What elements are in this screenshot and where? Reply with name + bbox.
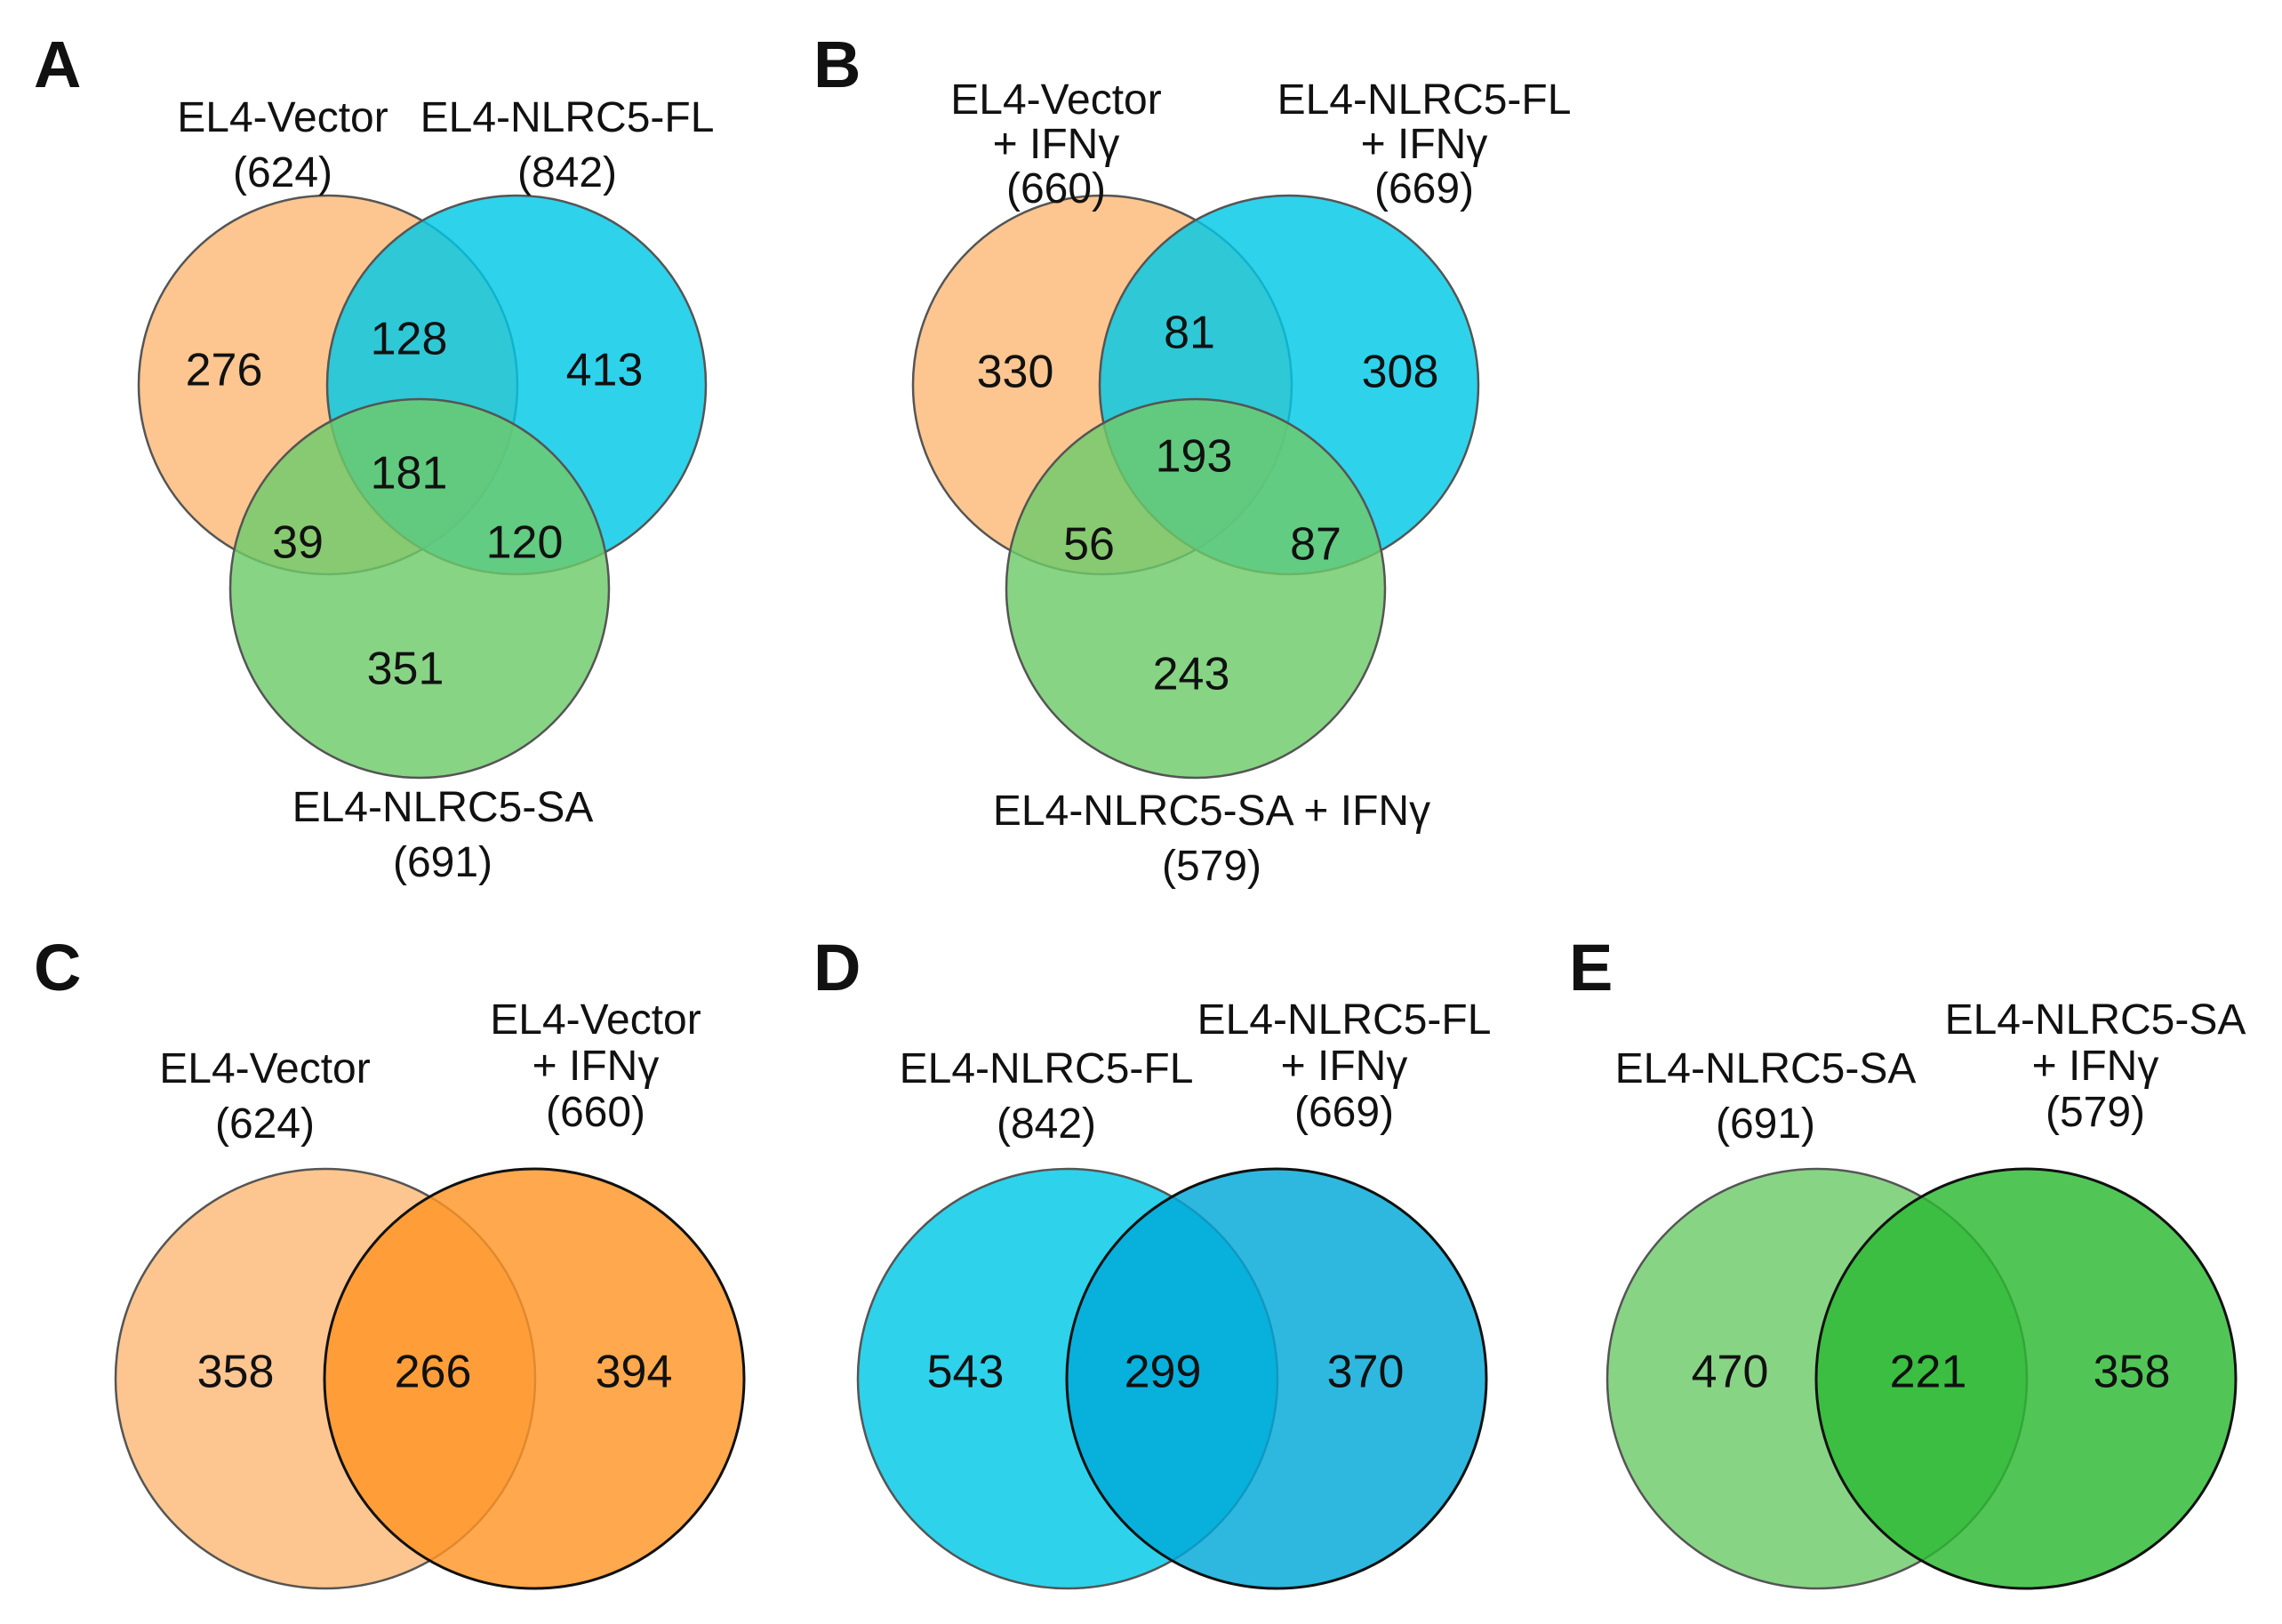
panel-e-letter: E xyxy=(1569,931,1613,1004)
panel-b-count-ab: 81 xyxy=(1164,308,1215,359)
panel-d-letter: D xyxy=(813,931,861,1004)
panel-c-count-ab: 266 xyxy=(395,1347,472,1398)
panel-c-count-b-only: 394 xyxy=(596,1347,673,1398)
panel-d: D EL4-NLRC5-FL(842)EL4-NLRC5-FL+ IFNγ(669… xyxy=(813,931,1492,1590)
panel-c-circle-b xyxy=(323,1167,746,1590)
panel-b-set-label-c: EL4-NLRC5-SA + IFNγ(579) xyxy=(993,788,1430,890)
panel-a-count-abc: 181 xyxy=(371,448,448,500)
panel-d-count-ab: 299 xyxy=(1125,1347,1202,1398)
panel-e-circle-b xyxy=(1814,1167,2238,1590)
panel-a-circle-c xyxy=(228,397,611,780)
panel-e-count-a-only: 470 xyxy=(1692,1347,1769,1398)
panel-b-set-label-b: EL4-NLRC5-FL+ IFNγ(669) xyxy=(1277,76,1572,212)
panel-e-set-label-b: EL4-NLRC5-SA+ IFNγ(579) xyxy=(1945,996,2246,1136)
panel-b-letter: B xyxy=(813,28,861,101)
panel-a-count-b-only: 413 xyxy=(566,345,644,396)
panel-d-circle-b xyxy=(1065,1167,1488,1590)
panel-a-set-label-c: EL4-NLRC5-SA(691) xyxy=(292,784,594,886)
panel-b-circle-c xyxy=(1005,397,1387,780)
panel-c-set-label-a: EL4-Vector(624) xyxy=(159,1045,370,1148)
panel-d-set-label-a: EL4-NLRC5-FL(842) xyxy=(900,1045,1194,1148)
panel-d-set-label-b: EL4-NLRC5-FL+ IFNγ(669) xyxy=(1197,996,1492,1136)
panel-e-count-ab: 221 xyxy=(1890,1347,1967,1398)
panel-a-set-label-b: EL4-NLRC5-FL(842) xyxy=(420,94,715,196)
panel-b-count-b-only: 308 xyxy=(1362,347,1439,398)
panel-d-count-b-only: 370 xyxy=(1327,1347,1405,1398)
panel-c: C EL4-Vector(624) EL4-Vector+ IFNγ(660) 358… xyxy=(34,931,746,1590)
panel-c-letter: C xyxy=(34,931,81,1004)
panel-b-count-bc: 87 xyxy=(1290,519,1341,571)
panel-b-count-c-only: 243 xyxy=(1153,649,1230,700)
panel-b-count-ac: 56 xyxy=(1063,519,1115,571)
panel-a-count-ab: 128 xyxy=(371,314,448,365)
panel-c-count-a-only: 358 xyxy=(197,1347,275,1398)
panel-d-count-a-only: 543 xyxy=(927,1347,1005,1398)
panel-a-count-bc: 120 xyxy=(486,517,564,569)
panel-b-count-a-only: 330 xyxy=(977,347,1054,398)
panel-a-letter: A xyxy=(34,28,81,101)
panel-b-set-label-a: EL4-Vector+ IFNγ(660) xyxy=(950,76,1161,212)
panel-a-count-c-only: 351 xyxy=(367,644,444,695)
panel-a-count-ac: 39 xyxy=(272,517,324,569)
panel-c-set-label-b: EL4-Vector+ IFNγ(660) xyxy=(490,996,701,1136)
panel-a-set-label-a: EL4-Vector(624) xyxy=(177,94,388,196)
panel-b-count-abc: 193 xyxy=(1156,431,1233,483)
panel-b: B EL4-Vector+ IFNγ(660) EL4-NLRC5-FL+ IFNγ… xyxy=(813,28,1571,890)
panel-a: A EL4-Vector(624) EL4-NLRC5-FL(842) EL4-NLR… xyxy=(34,28,714,886)
panel-a-count-a-only: 276 xyxy=(186,345,263,396)
panel-e-count-b-only: 358 xyxy=(2094,1347,2171,1398)
panel-e-set-label-a: EL4-NLRC5-SA(691) xyxy=(1615,1045,1917,1148)
